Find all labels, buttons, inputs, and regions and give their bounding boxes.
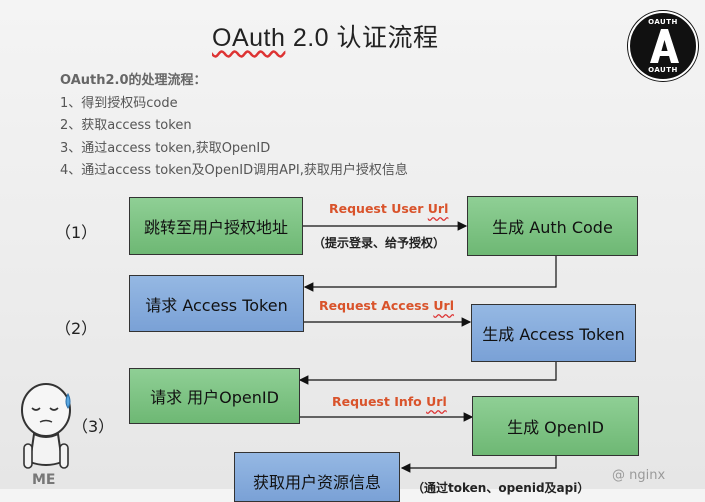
flow-arrows xyxy=(298,221,557,473)
box-request-access-token: 请求 Access Token xyxy=(129,275,304,332)
mascot-figure: ME xyxy=(21,383,71,488)
arrow-openid-return xyxy=(400,456,557,473)
page-title: OAuth 2.0 认证流程 xyxy=(212,18,439,54)
label-request-info-url: Request Info Url xyxy=(332,394,447,409)
box-generate-auth-code: 生成 Auth Code xyxy=(467,196,638,256)
box-request-openid: 请求 用户OpenID xyxy=(129,368,300,424)
label-request-user-url: Request User Url xyxy=(329,201,449,216)
arrow-access-token-return xyxy=(298,362,557,385)
logo-bottom-text: OAUTH xyxy=(648,66,678,74)
note-login-authorize: （提示登录、给予授权） xyxy=(313,236,446,250)
mascot-badge: ME xyxy=(32,472,56,488)
logo-a-icon xyxy=(650,29,679,63)
step-item: 1、得到授权码code xyxy=(60,95,178,111)
step-item: 2、获取access token xyxy=(60,118,192,133)
phase-label-1: （1） xyxy=(55,223,98,242)
title-oauth: OAuth xyxy=(212,24,286,52)
steps-heading: OAuth2.0的处理流程： xyxy=(60,73,207,88)
watermark: @ nginx xyxy=(612,468,666,483)
logo-top-text: OAUTH xyxy=(648,18,678,26)
title-rest: 2.0 认证流程 xyxy=(285,24,439,52)
phase-label-3: （3） xyxy=(72,417,115,436)
oauth-logo: OAUTH OAUTH xyxy=(628,11,698,81)
box-redirect-auth: 跳转至用户授权地址 xyxy=(129,197,303,255)
sweat-drop-icon xyxy=(65,392,71,409)
box-generate-access-token: 生成 Access Token xyxy=(471,304,636,362)
step-item: 3、通过access token,获取OpenID xyxy=(60,140,271,156)
box-generate-openid: 生成 OpenID xyxy=(472,396,639,456)
label-request-access-url: Request Access Url xyxy=(319,298,455,313)
note-token-openid-api: （通过token、openid及api） xyxy=(412,481,590,495)
step-item: 4、通过access token及OpenID调用API,获取用户授权信息 xyxy=(60,163,408,178)
box-get-user-info: 获取用户资源信息 xyxy=(234,452,400,502)
process-steps: OAuth2.0的处理流程： 1、得到授权码code 2、获取access to… xyxy=(60,70,408,183)
arrow-auth-code-return xyxy=(303,256,557,292)
phase-label-2: （2） xyxy=(55,319,98,338)
